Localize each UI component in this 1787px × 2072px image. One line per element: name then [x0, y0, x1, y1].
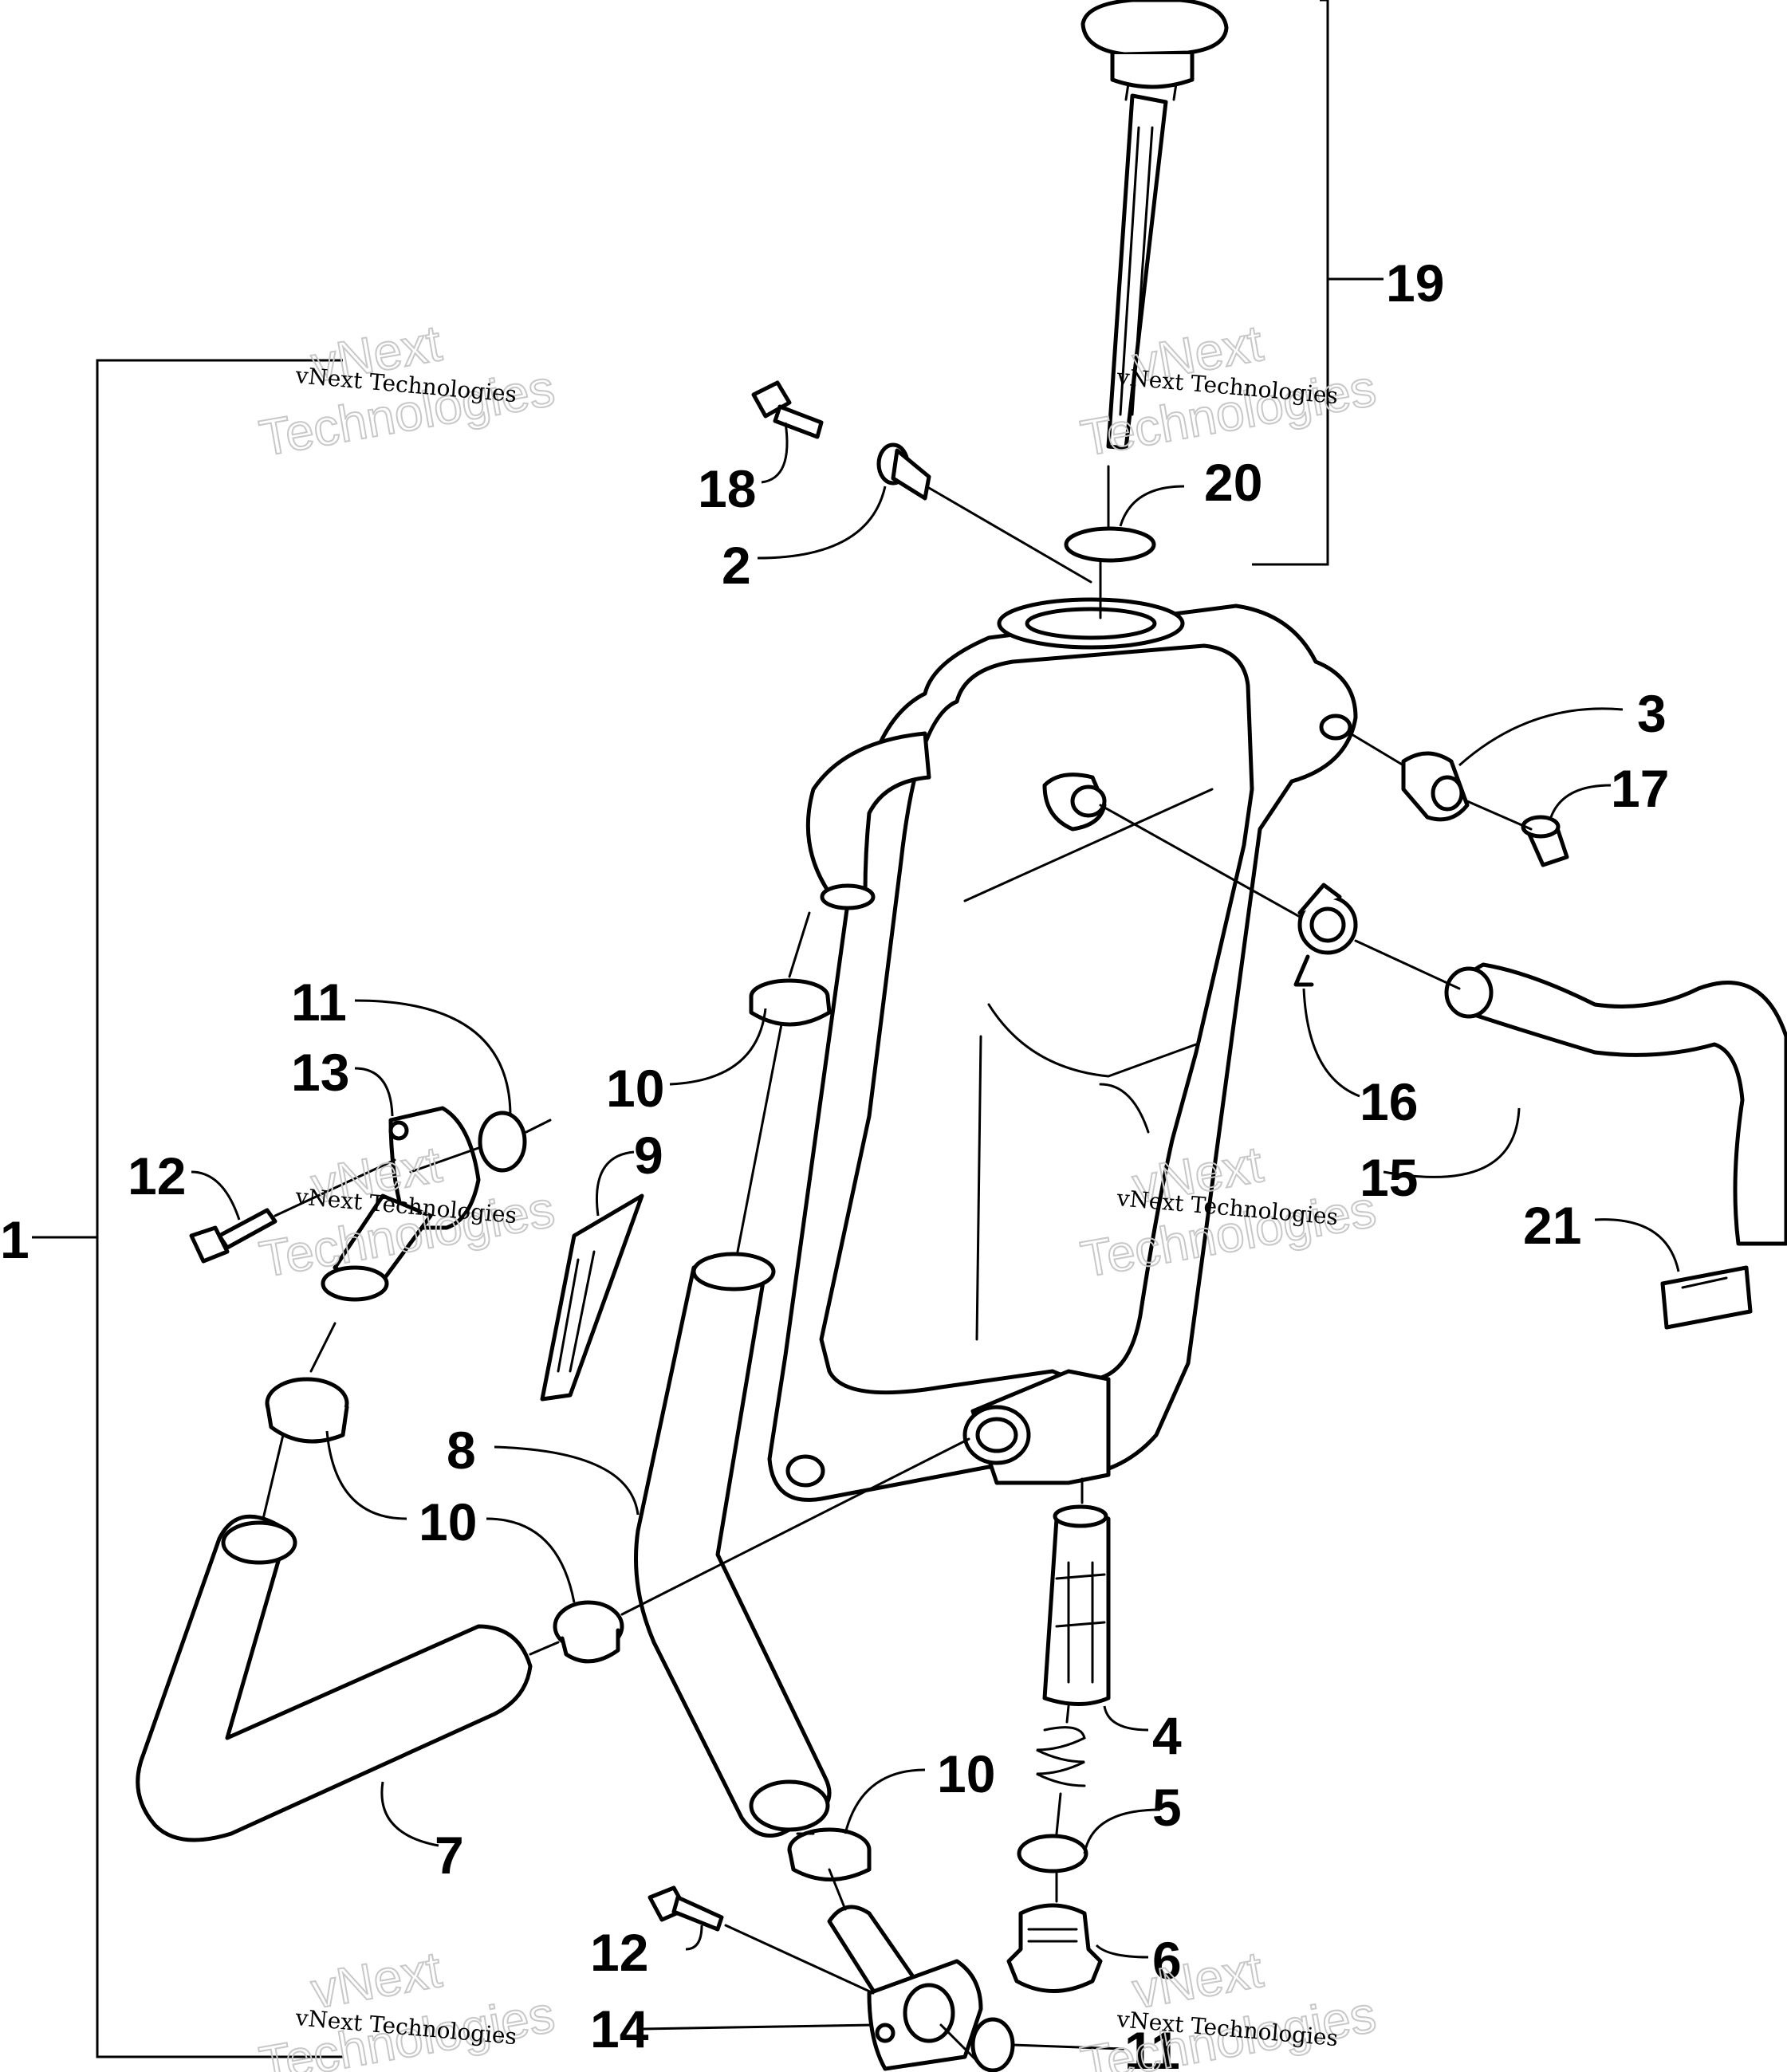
- axis-line-12-upper: [274, 1158, 396, 1217]
- axis-line-lower: [796, 1832, 847, 1911]
- leader-17: [1549, 784, 1612, 818]
- callout-12-top: 12: [128, 1146, 186, 1205]
- axis-line-3: [1346, 730, 1533, 831]
- grommet-3: [1401, 751, 1470, 822]
- leader-10-top: [669, 1008, 767, 1086]
- bolt-12-lower: [647, 1885, 724, 1932]
- leader-12-low: [685, 1925, 703, 1951]
- callout-5: 5: [1152, 1778, 1182, 1837]
- leader-6: [1095, 1944, 1149, 1959]
- callout-2: 2: [722, 536, 751, 595]
- callout-18: 18: [698, 459, 756, 518]
- watermark-bottom-left: vNext Technologies: [254, 1940, 559, 2072]
- leader-13: [354, 1067, 394, 1117]
- leader-9: [596, 1150, 635, 1217]
- vent-hose-15: [1444, 962, 1787, 1246]
- axis-line-16: [1099, 804, 1461, 990]
- callout-15: 15: [1360, 1148, 1418, 1207]
- callout-9: 9: [634, 1126, 663, 1185]
- callout-20: 20: [1204, 453, 1262, 512]
- leader-20: [1119, 485, 1185, 527]
- axis-line-2: [927, 486, 1092, 584]
- callout-21: 21: [1523, 1196, 1581, 1255]
- axis-line-13: [262, 1322, 337, 1520]
- bolt-12-upper: [189, 1208, 277, 1264]
- clamp-10-left: [265, 1377, 349, 1444]
- hose-8: [634, 1252, 832, 1838]
- axis-line-12-lower: [724, 1924, 986, 2070]
- label-decal-9: [540, 1193, 644, 1402]
- o-ring-5: [1017, 1834, 1088, 1873]
- callout-7: 7: [435, 1826, 464, 1885]
- axis-line-10-upper: [736, 911, 811, 1253]
- flange-fitting-13: [321, 1106, 481, 1302]
- bracket-19: [1252, 0, 1329, 566]
- hose-7: [136, 1514, 533, 1842]
- drain-plug-6: [1006, 1903, 1103, 1993]
- leader-4: [1103, 1705, 1149, 1732]
- leader-14: [641, 2023, 874, 2031]
- gasket-11-upper: [478, 1111, 527, 1173]
- clamp-10-lower: [787, 1827, 872, 1881]
- clamp-10-middle: [553, 1600, 624, 1664]
- leader-21: [1594, 1218, 1680, 1272]
- leader-11-low: [1012, 2043, 1125, 2050]
- leader-12-top: [191, 1170, 241, 1221]
- callout-12-low: 12: [590, 1923, 648, 1982]
- axis-line-outlet: [529, 1437, 970, 1656]
- axis-line-20: [1099, 465, 1110, 619]
- callout-10-top: 10: [606, 1059, 664, 1118]
- fitting-14: [827, 1905, 983, 2071]
- bushing-17: [1521, 815, 1569, 867]
- callout-19: 19: [1386, 254, 1444, 313]
- leader-16: [1302, 988, 1360, 1098]
- callout-3: 3: [1637, 684, 1667, 743]
- o-ring-20: [1064, 526, 1156, 563]
- clamp-10-upper: [749, 978, 832, 1027]
- callout-14: 14: [590, 1999, 649, 2058]
- strainer-4: [1042, 1504, 1111, 1706]
- callout-1: 1: [0, 1210, 30, 1269]
- oil-tank: [767, 597, 1358, 1502]
- leader-2: [757, 486, 887, 560]
- leader-8: [494, 1445, 640, 1516]
- leader-5: [1083, 1808, 1161, 1854]
- callout-10-mid: 10: [419, 1492, 477, 1551]
- leader-10-low: [844, 1768, 926, 1834]
- vent-filter-21: [1660, 1265, 1753, 1330]
- callout-8: 8: [447, 1421, 476, 1480]
- dipstick-cap: [1080, 0, 1229, 450]
- spring-4: [1036, 1726, 1086, 1787]
- callout-11-top: 11: [291, 973, 347, 1032]
- axis-line-strainer: [1055, 1477, 1084, 1903]
- bracket-1: [96, 359, 343, 2058]
- callout-17: 17: [1611, 759, 1669, 818]
- clamp-16: [1293, 883, 1358, 987]
- callout-10-low: 10: [937, 1744, 995, 1803]
- leader-11-top: [354, 999, 512, 1117]
- leader-18: [761, 422, 789, 484]
- axis-line-11-upper: [409, 1119, 552, 1174]
- callout-16: 16: [1360, 1072, 1418, 1131]
- leader-10-mid: [486, 1517, 576, 1603]
- callout-4: 4: [1152, 1706, 1182, 1765]
- leader-10-left: [325, 1430, 407, 1520]
- leader-15: [1383, 1107, 1521, 1178]
- callout-6: 6: [1152, 1931, 1182, 1990]
- spacer-2: [876, 442, 931, 501]
- leader-3: [1458, 707, 1624, 767]
- bolt-18: [751, 380, 824, 439]
- leader-7: [380, 1781, 439, 1847]
- callout-11-low: 11: [1124, 2021, 1180, 2072]
- callout-13: 13: [291, 1043, 349, 1102]
